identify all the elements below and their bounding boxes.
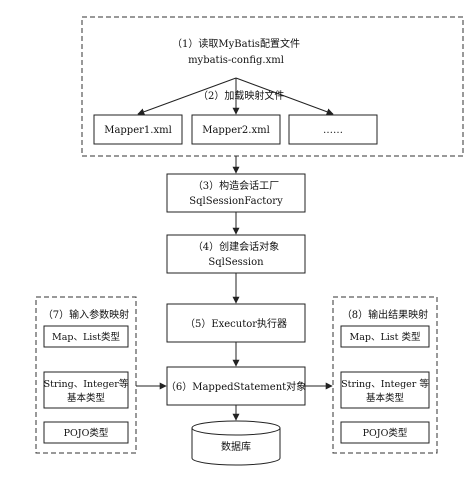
mapper2-box — [191, 114, 281, 145]
output-mapping-title: （8）输出结果映射 — [342, 308, 428, 321]
input-item-basic-types — [43, 371, 129, 409]
input-item-pojo-label: POJO类型 — [64, 427, 109, 439]
branch-line-right — [235, 77, 334, 116]
session-factory-label: （3）构造会话工厂 — [193, 179, 279, 192]
sql-session-label: （4）创建会话对象 — [193, 240, 279, 253]
config-group-frame — [81, 16, 464, 157]
database-icon — [191, 420, 281, 466]
input-item-map-list — [43, 325, 129, 348]
session-factory-class: SqlSessionFactory — [189, 196, 283, 207]
sql-session-box — [166, 234, 306, 274]
config-file-label: mybatis-config.xml — [188, 55, 284, 66]
executor-box — [166, 303, 306, 343]
output-item-basic-types-line2: 基本类型 — [366, 392, 405, 404]
input-item-basic-types-line1: String、Integer等 — [44, 378, 129, 390]
executor-label: （5）Executor执行器 — [185, 317, 287, 330]
input-mapping-title: （7）输入参数映射 — [43, 308, 129, 321]
mapper-more-box — [288, 114, 378, 145]
database-label: 数据库 — [221, 440, 251, 453]
input-mapping-frame — [35, 296, 137, 454]
mapped-statement-label: （6）MappedStatement对象 — [166, 380, 306, 393]
mapper2-label: Mapper2.xml — [202, 125, 270, 136]
branch-line-left — [137, 77, 237, 116]
sql-session-class: SqlSession — [208, 257, 264, 268]
input-item-basic-types-line2: 基本类型 — [67, 392, 106, 404]
output-mapping-frame — [332, 296, 438, 454]
output-item-basic-types — [340, 371, 430, 409]
output-item-basic-types-line1: String、Integer 等 — [341, 378, 429, 390]
output-item-pojo — [340, 421, 430, 444]
mapper1-box — [93, 114, 183, 145]
output-item-map-list — [340, 325, 430, 348]
load-mappers-label: （2）加载映射文件 — [198, 89, 284, 102]
input-item-map-list-label: Map、List类型 — [52, 331, 121, 343]
output-item-map-list-label: Map、List 类型 — [349, 331, 421, 343]
output-item-pojo-label: POJO类型 — [363, 427, 408, 439]
input-item-pojo — [43, 421, 129, 444]
mapper1-label: Mapper1.xml — [104, 125, 172, 136]
config-read-label: （1）读取MyBatis配置文件 — [172, 37, 300, 50]
mapper-more-label: …… — [323, 125, 343, 136]
